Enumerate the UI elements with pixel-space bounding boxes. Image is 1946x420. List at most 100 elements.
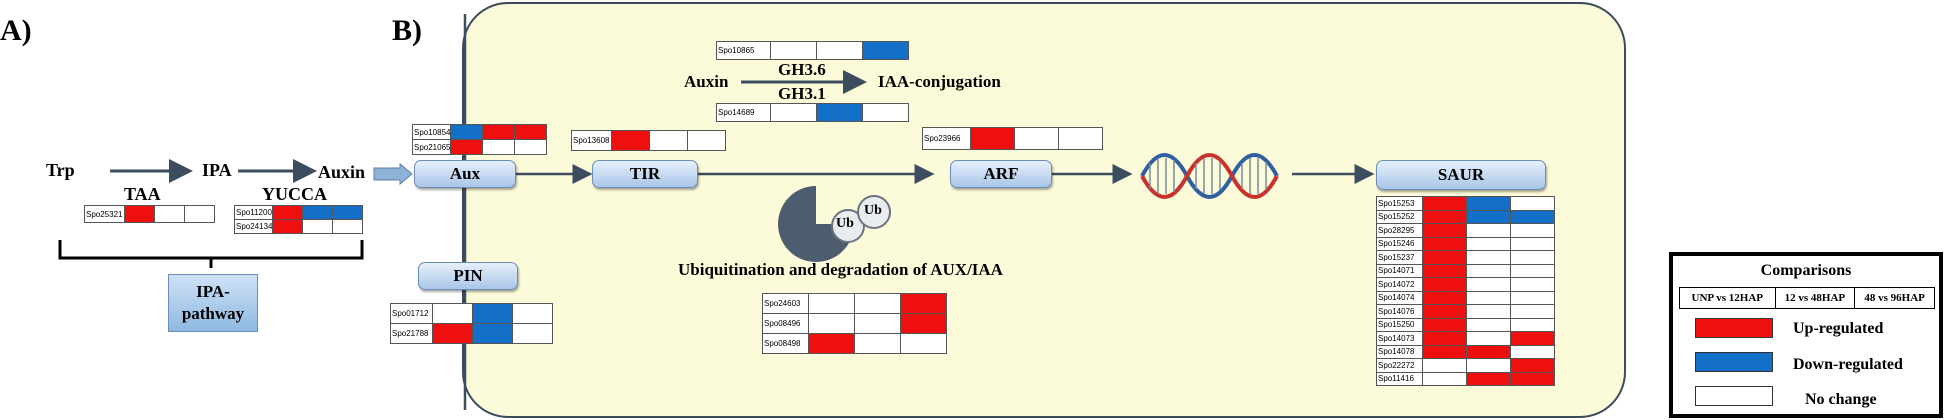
heat-cell-nc	[1422, 371, 1467, 386]
heatmap-row: Spo14689	[716, 103, 909, 122]
heat-cell-nc	[1510, 196, 1555, 211]
heat-cell-nc	[1466, 358, 1511, 373]
legend-comparisons-row: UNP vs 12HAP 12 vs 48HAP 48 vs 96HAP	[1679, 287, 1935, 309]
heat-cell-nc	[1510, 263, 1555, 278]
saur-node: SAUR	[1376, 160, 1546, 190]
heatmap-row: Spo14078	[1376, 344, 1555, 359]
heat-cell-nc	[184, 205, 215, 223]
heat-cell-nc	[1466, 277, 1511, 292]
ipa-label: IPA	[202, 160, 232, 180]
taa-label: TAA	[124, 184, 161, 204]
gene-id: Spo28295	[1376, 223, 1423, 238]
heat-cell-nc	[1466, 290, 1511, 305]
gene-id: Spo24134	[233, 219, 274, 234]
gene-id: Spo14078	[1376, 344, 1423, 359]
heat-cell-down	[862, 41, 909, 60]
heatmap-row: Spo14072	[1376, 277, 1555, 292]
yucca-label: YUCCA	[262, 184, 327, 204]
heatmap-row: Spo24134	[233, 219, 364, 234]
ipa-pathway-box: IPA- pathway	[168, 274, 258, 332]
heat-cell-nc	[1510, 250, 1555, 265]
heat-cell-nc	[862, 103, 909, 122]
heatmap-row: Spo11200	[233, 205, 364, 220]
heat-cell-up	[1422, 196, 1467, 211]
heatmap-row: Spo14073	[1376, 331, 1555, 346]
heat-cell-nc	[1510, 304, 1555, 319]
heat-cell-nc	[514, 139, 548, 155]
gene-id: Spo24603	[762, 293, 809, 314]
heat-cell-up	[482, 124, 516, 140]
heat-cell-up	[1422, 304, 1467, 319]
ubiquitination-label: Ubiquitination and degradation of AUX/IA…	[678, 260, 1003, 279]
iaa-conjugation-label: IAA-conjugation	[878, 72, 1001, 91]
gene-id: Spo14071	[1376, 263, 1423, 278]
heatmap-row: Spo14076	[1376, 304, 1555, 319]
heatmap-row: Spo21065	[411, 139, 548, 155]
heat-cell-down	[472, 323, 513, 344]
gene-id: Spo15246	[1376, 236, 1423, 251]
heatmap-row: Spo23966	[922, 127, 1103, 150]
heat-cell-up	[1422, 263, 1467, 278]
heat-cell-up	[1422, 331, 1467, 346]
heat-cell-up	[900, 313, 947, 334]
tir-node: TIR	[592, 160, 698, 188]
heat-cell-up	[1422, 277, 1467, 292]
heat-cell-nc	[482, 139, 516, 155]
heatmap-row: Spo10854	[411, 124, 548, 140]
heat-cell-up	[1510, 371, 1555, 386]
gene-id: Spo13608	[571, 130, 612, 151]
heat-cell-up	[1422, 223, 1467, 238]
heatmap-row: Spo15253	[1376, 196, 1555, 211]
heat-cell-up	[1422, 209, 1467, 224]
arrow-auxin-aux	[373, 162, 413, 186]
heatmap-row: Spo25321	[84, 205, 215, 223]
heatmap-row: Spo13608	[571, 130, 726, 151]
heat-cell-nc	[1466, 263, 1511, 278]
heat-cell-down	[472, 303, 513, 324]
heatmap-row: Spo21788	[390, 323, 553, 344]
heat-cell-up	[1466, 371, 1511, 386]
dna-helix-icon	[1140, 153, 1279, 199]
heatmap-row: Spo10865	[716, 41, 909, 60]
gene-id: Spo14073	[1376, 331, 1423, 346]
heat-cell-nc	[649, 130, 688, 151]
gene-id: Spo21065	[411, 139, 452, 155]
legend-comparison-1: UNP vs 12HAP	[1680, 288, 1776, 308]
pin-node: PIN	[418, 262, 518, 290]
heat-cell-up	[272, 219, 304, 234]
heatmap-row: Spo22272	[1376, 358, 1555, 373]
heat-cell-nc	[687, 130, 726, 151]
heat-cell-up	[1422, 290, 1467, 305]
heat-cell-up	[611, 130, 650, 151]
heat-cell-up	[450, 139, 484, 155]
gene-id: Spo14076	[1376, 304, 1423, 319]
heat-cell-nc	[512, 303, 553, 324]
heatmap-row: Spo08498	[762, 333, 947, 354]
heat-cell-up	[1422, 344, 1467, 359]
gene-id: Spo11416	[1376, 371, 1423, 386]
heatmap-row: Spo15237	[1376, 250, 1555, 265]
gh31-label: GH3.1	[778, 84, 826, 103]
panel-a-label: A)	[0, 14, 32, 47]
heat-cell-nc	[154, 205, 185, 223]
gene-id: Spo21788	[390, 323, 433, 344]
gh31-heatmap: Spo14689	[716, 103, 909, 122]
heat-cell-nc	[1466, 304, 1511, 319]
gene-id: Spo15252	[1376, 209, 1423, 224]
legend-box: Comparisons UNP vs 12HAP 12 vs 48HAP 48 …	[1669, 252, 1943, 418]
gene-id: Spo14689	[716, 103, 771, 122]
gene-id: Spo15237	[1376, 250, 1423, 265]
gene-id: Spo08498	[762, 333, 809, 354]
proteasome-shape	[778, 186, 854, 262]
auxin-label-b: Auxin	[684, 72, 729, 91]
heat-cell-down	[816, 103, 863, 122]
heat-cell-nc	[432, 303, 473, 324]
gene-id: Spo11200	[233, 205, 274, 220]
heat-cell-nc	[1510, 290, 1555, 305]
heat-cell-nc	[816, 41, 863, 60]
auxin-label-a: Auxin	[318, 162, 366, 182]
heat-cell-up	[432, 323, 473, 344]
